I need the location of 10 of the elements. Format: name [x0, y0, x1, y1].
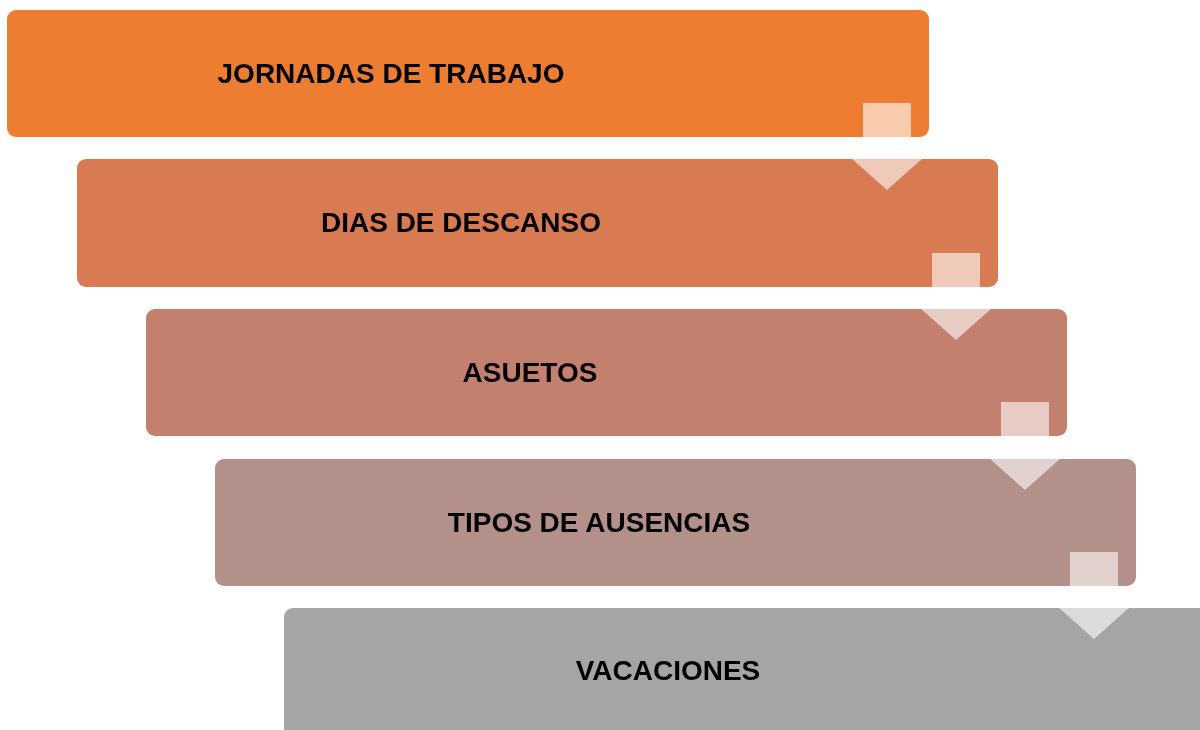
step-box	[215, 459, 1136, 586]
step-box	[146, 309, 1067, 436]
step-label: TIPOS DE AUSENCIAS	[447, 506, 751, 539]
step-box	[284, 608, 1200, 730]
step-label: ASUETOS	[462, 356, 598, 389]
step-label: JORNADAS DE TRABAJO	[217, 57, 565, 90]
step-label: DIAS DE DESCANSO	[321, 207, 601, 239]
step-box	[7, 10, 929, 137]
step-box	[77, 159, 998, 287]
step-label: VACACIONES	[575, 655, 761, 687]
